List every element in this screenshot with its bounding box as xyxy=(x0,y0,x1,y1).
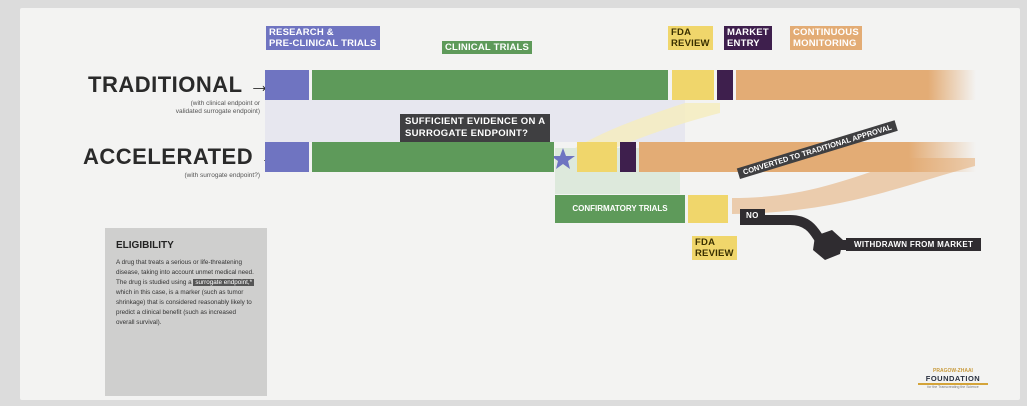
traditional-research-bar xyxy=(265,70,309,100)
converted-flow xyxy=(732,158,975,214)
track-subtitle-accelerated: (with surrogate endpoint?) xyxy=(184,172,260,179)
withdrawn-node xyxy=(813,230,843,260)
accelerated-review-bar xyxy=(577,142,617,172)
surrogate-star-icon xyxy=(551,148,575,169)
stage-label-clinical: CLINICAL TRIALS xyxy=(442,41,533,54)
flow-connectors xyxy=(265,100,975,260)
withdrawn-path xyxy=(740,215,825,243)
eligibility-text-part-1: A drug that treats a serious or life-thr… xyxy=(116,259,254,286)
traditional-monitoring-bar xyxy=(736,70,976,100)
accelerated-entry-bar xyxy=(620,142,636,172)
confirmatory-fda-review-label: FDA REVIEW xyxy=(692,236,737,260)
eligibility-highlight: surrogate endpoint,* xyxy=(193,279,255,286)
foundation-logo: PRAGOW-ZHAAI FOUNDATION for the Transcre… xyxy=(918,368,988,389)
confirmatory-trials-bar: CONFIRMATORY TRIALS xyxy=(555,195,685,223)
stage-label-research: RESEARCH & PRE-CLINICAL TRIALS xyxy=(266,26,380,50)
review-flow xyxy=(575,103,720,148)
logo-arc-text: PRAGOW-ZHAAI xyxy=(933,368,973,374)
track-subtitle-traditional: (with clinical endpoint or validated sur… xyxy=(175,100,260,115)
eligibility-box: ELIGIBILITY A drug that treats a serious… xyxy=(105,228,267,396)
accelerated-research-bar xyxy=(265,142,309,172)
confirmatory-review-bar xyxy=(688,195,728,223)
stage-label-fda-review: FDA REVIEW xyxy=(668,26,713,50)
traditional-clinical-bar xyxy=(312,70,668,100)
withdrawn-label: WITHDRAWN FROM MARKET xyxy=(846,238,982,251)
eligibility-text: A drug that treats a serious or life-thr… xyxy=(116,258,256,328)
logo-name: FOUNDATION xyxy=(918,374,988,385)
no-label: NO xyxy=(740,209,765,222)
traditional-review-bar xyxy=(672,70,714,100)
eligibility-title: ELIGIBILITY xyxy=(116,240,174,251)
stage-label-market-entry: MARKET ENTRY xyxy=(724,26,772,50)
traditional-entry-bar xyxy=(717,70,733,100)
eligibility-text-part-2: which in this case, is a marker (such as… xyxy=(116,289,252,326)
surrogate-question-callout: SUFFICIENT EVIDENCE ON A SURROGATE ENDPO… xyxy=(400,114,551,142)
track-title-traditional: TRADITIONAL → xyxy=(88,72,272,97)
accelerated-clinical-bar xyxy=(312,142,554,172)
track-title-accelerated: ACCELERATED → xyxy=(83,144,283,169)
stage-label-monitoring: CONTINUOUS MONITORING xyxy=(790,26,862,50)
logo-tagline: for the Transcreating the Science xyxy=(927,385,979,389)
diagram-canvas: RESEARCH & PRE-CLINICAL TRIALS CLINICAL … xyxy=(20,8,1020,400)
